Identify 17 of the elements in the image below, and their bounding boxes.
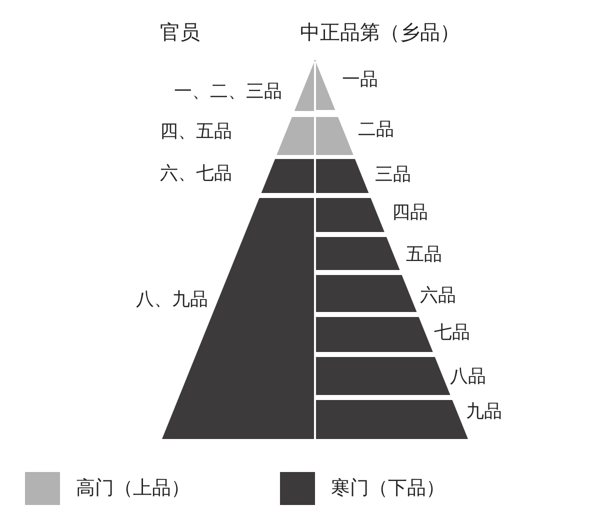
column-header: 中正品第（乡品） [300,22,460,42]
rank-label: 二品 [358,121,394,139]
rank-label: 六品 [420,287,456,305]
legend-text: 寒门（下品） [331,476,445,502]
rank-label: 八、九品 [136,291,208,309]
rank-label: 四、五品 [160,123,232,141]
rank-label: 九品 [466,403,502,421]
rank-label: 四品 [392,204,428,222]
rank-label: 七品 [434,324,470,342]
rank-label: 一品 [342,71,378,89]
rank-label: 六、七品 [160,165,232,183]
column-header: 官员 [160,22,200,42]
rank-label: 五品 [406,246,442,264]
rank-label: 一、二、三品 [174,83,282,101]
legend-text: 高门（上品） [76,476,190,502]
rank-label: 三品 [375,166,411,184]
rank-label: 八品 [450,368,486,386]
